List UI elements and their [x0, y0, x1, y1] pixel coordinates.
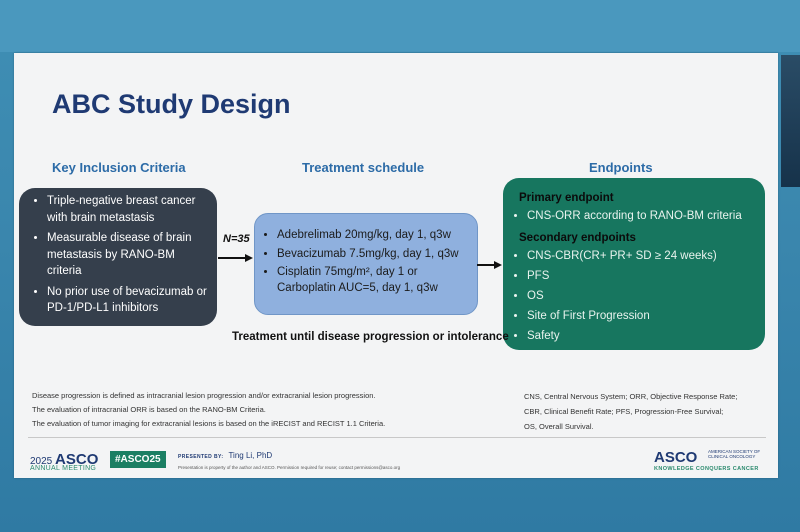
- secondary-endpoint-item: PFS: [527, 269, 717, 285]
- background-band: [0, 0, 800, 52]
- meeting-logo: 2025 ASCO: [30, 451, 98, 468]
- speaker-video-thumbnail: [781, 55, 800, 187]
- arrow-inclusion-to-treatment: [218, 257, 246, 259]
- property-note: Presentation is property of the author a…: [178, 465, 401, 470]
- inclusion-item: No prior use of bevacizumab or PD-1/PD-L…: [47, 284, 209, 317]
- secondary-endpoints-label: Secondary endpoints: [519, 232, 636, 244]
- primary-endpoint-label: Primary endpoint: [519, 192, 614, 204]
- presented-by-label: PRESENTED BY:: [178, 454, 224, 460]
- treatment-item: Adebrelimab 20mg/kg, day 1, q3w: [277, 228, 471, 244]
- arrow-head-icon: [245, 254, 253, 262]
- treatment-schedule-box: Adebrelimab 20mg/kg, day 1, q3w Bevacizu…: [254, 213, 478, 315]
- treatment-item: Bevacizumab 7.5mg/kg, day 1, q3w: [277, 247, 471, 263]
- arrow-treatment-to-endpoints: [477, 264, 495, 266]
- asco-logo-subtext: AMERICAN SOCIETY OF CLINICAL ONCOLOGY: [708, 449, 761, 459]
- primary-endpoint-item: CNS-ORR according to RANO-BM criteria: [527, 209, 742, 225]
- meeting-year: 2025: [30, 456, 53, 467]
- endpoints-box: Primary endpoint CNS-ORR according to RA…: [503, 178, 765, 350]
- treatment-duration-note: Treatment until disease progression or i…: [232, 331, 509, 343]
- treatment-item: Cisplatin 75mg/m², day 1 or Carboplatin …: [277, 265, 471, 296]
- inclusion-item: Measurable disease of brain metastasis b…: [47, 230, 209, 280]
- secondary-endpoint-item: Site of First Progression: [527, 309, 717, 325]
- inclusion-criteria-box: Triple-negative breast cancer with brain…: [19, 188, 217, 326]
- footnote-line: Disease progression is defined as intrac…: [32, 391, 376, 400]
- footnote-line: The evaluation of tumor imaging for extr…: [32, 419, 386, 428]
- sample-size-label: N=35: [223, 233, 250, 245]
- asco-logo: ASCO: [654, 449, 698, 466]
- hashtag-badge: #ASCO25: [110, 451, 166, 468]
- abbreviation-line: OS, Overall Survival.: [524, 422, 594, 431]
- treatment-header: Treatment schedule: [302, 160, 425, 175]
- asco-tagline: KNOWLEDGE CONQUERS CANCER: [654, 466, 759, 472]
- slide: ABC Study Design Key Inclusion Criteria …: [14, 53, 778, 478]
- inclusion-header: Key Inclusion Criteria: [52, 160, 186, 175]
- arrow-head-icon: [494, 261, 502, 269]
- meeting-name: ANNUAL MEETING: [30, 465, 97, 472]
- presenter-name: Ting Li, PhD: [228, 451, 273, 460]
- abbreviations: CNS, Central Nervous System; ORR, Object…: [524, 389, 737, 434]
- secondary-endpoint-item: OS: [527, 289, 717, 305]
- footnote-line: The evaluation of intracranial ORR is ba…: [32, 405, 266, 414]
- footer-divider: [28, 437, 766, 438]
- abbreviation-line: CBR, Clinical Benefit Rate; PFS, Progres…: [524, 407, 724, 416]
- meeting-org: ASCO: [55, 451, 99, 468]
- slide-title: ABC Study Design: [52, 89, 291, 119]
- secondary-endpoint-item: Safety: [527, 329, 717, 345]
- endpoints-header: Endpoints: [589, 160, 653, 175]
- secondary-endpoint-item: CNS-CBR(CR+ PR+ SD ≥ 24 weeks): [527, 249, 717, 265]
- inclusion-item: Triple-negative breast cancer with brain…: [47, 193, 209, 226]
- footnotes: Disease progression is defined as intrac…: [32, 389, 385, 431]
- presenter-line: PRESENTED BY: Ting Li, PhD: [178, 451, 272, 460]
- abbreviation-line: CNS, Central Nervous System; ORR, Object…: [524, 392, 738, 401]
